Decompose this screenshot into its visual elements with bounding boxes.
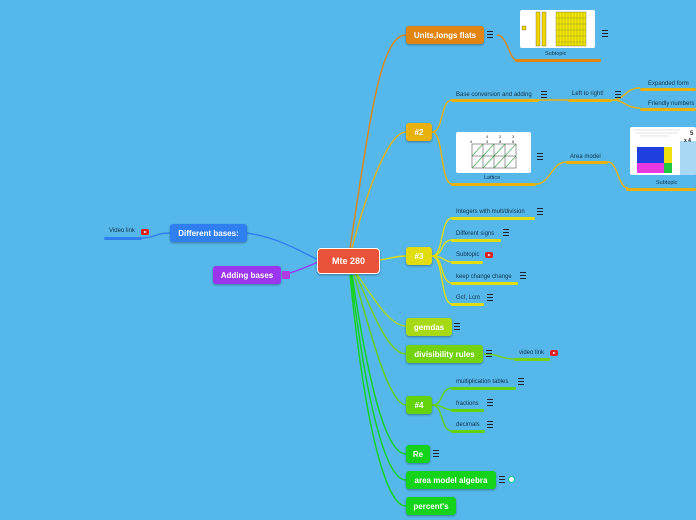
video-link-underline — [514, 358, 550, 361]
area-model-graphic: 5 x 4 — [633, 129, 696, 175]
base-blocks-image — [520, 10, 595, 48]
lattice-digit: 4 — [470, 139, 473, 144]
different-bases-topic[interactable]: Different bases: — [170, 224, 247, 242]
topic-2[interactable]: #2 — [406, 123, 432, 141]
base-conversion-underline — [451, 99, 539, 102]
notes-icon[interactable] — [518, 378, 524, 385]
video-link-label[interactable]: video link — [519, 350, 545, 356]
base-blocks-graphic — [521, 11, 587, 47]
notes-icon[interactable] — [487, 294, 493, 301]
adding-bases-topic[interactable]: Adding bases — [213, 266, 281, 284]
video-link-underline — [104, 237, 142, 240]
expanded-form-label[interactable]: Expanded form — [648, 81, 689, 87]
area-number: 5 — [690, 131, 694, 137]
area-model-algebra-topic[interactable]: area model algebra — [406, 471, 496, 489]
gcf-lcm-underline — [451, 303, 484, 306]
keep-change-change-label[interactable]: keep change change — [456, 274, 512, 280]
subtopic-underline — [515, 59, 601, 62]
topic-4[interactable]: #4 — [406, 396, 432, 414]
decimals-underline — [451, 430, 485, 433]
lattice-digit: 2 — [499, 134, 502, 139]
keep-change-change-underline — [451, 282, 518, 285]
notes-icon[interactable] — [454, 323, 460, 330]
lattice-graphic: 4 2 3 3 8 6 4 — [470, 134, 517, 169]
notes-icon[interactable] — [520, 272, 526, 279]
lattice-image: 4 2 3 3 8 6 4 — [456, 132, 531, 173]
subtopic-underline — [626, 188, 696, 191]
area-model-underline — [566, 161, 608, 164]
multiplication-tables-underline — [451, 387, 516, 390]
notes-icon[interactable] — [486, 350, 492, 357]
notes-icon[interactable] — [282, 271, 290, 279]
multiplication-tables-label[interactable]: multiplication tables — [456, 379, 509, 385]
notes-icon[interactable] — [615, 91, 621, 98]
notes-icon[interactable] — [537, 153, 543, 160]
expanded-form-underline — [640, 88, 696, 91]
topic-3[interactable]: #3 — [406, 247, 432, 265]
different-signs-underline — [451, 239, 501, 242]
notes-icon[interactable] — [602, 30, 608, 37]
left-to-right-label[interactable]: Left to right! — [572, 91, 604, 97]
base-conversion-label[interactable]: Base conversion and adding — [456, 92, 532, 98]
notes-icon[interactable] — [487, 421, 493, 428]
subtopic-caption: Subtopic — [545, 51, 567, 57]
fractions-underline — [451, 409, 484, 412]
video-play-icon[interactable] — [141, 229, 149, 235]
fractions-label[interactable]: fractions — [456, 401, 479, 407]
lattice-digit: 4 — [486, 134, 489, 139]
lattice-digit: 3 — [512, 134, 515, 139]
area-model-image: 5 x 4 — [630, 127, 696, 175]
lattice-underline — [451, 183, 536, 186]
notes-icon[interactable] — [487, 399, 493, 406]
notes-icon[interactable] — [537, 208, 543, 215]
notes-icon[interactable] — [503, 229, 509, 236]
percents-topic[interactable]: percent's — [406, 497, 456, 515]
notes-icon[interactable] — [433, 450, 439, 457]
area-number: x 4 — [684, 138, 691, 144]
left-to-right-underline — [568, 99, 612, 102]
gemdas-topic[interactable]: gemdas — [406, 318, 452, 336]
notes-icon[interactable] — [487, 31, 493, 38]
friendly-numbers-underline — [640, 108, 696, 111]
notes-icon[interactable] — [541, 91, 547, 98]
lattice-digit: 6 — [512, 139, 515, 144]
gcf-lcm-label[interactable]: Gcf, Lcm — [456, 295, 481, 301]
subtopic-label[interactable]: Subtopic — [456, 252, 480, 258]
lattice-caption[interactable]: Lattice — [484, 175, 501, 181]
subtopic-underline — [451, 261, 483, 264]
integers-underline — [451, 217, 535, 220]
notes-icon[interactable] — [499, 476, 505, 483]
divisibility-rules-topic[interactable]: divisibility rules — [406, 345, 483, 363]
video-link-label[interactable]: Video link — [109, 228, 135, 234]
friendly-numbers-label[interactable]: Friendly numbers — [648, 101, 695, 107]
central-topic[interactable]: Mte 280 — [317, 248, 380, 274]
re-topic[interactable]: Re — [406, 445, 430, 463]
area-model-label[interactable]: Area model — [570, 154, 601, 160]
collapse-toggle-icon[interactable] — [508, 476, 515, 483]
integers-label[interactable]: Integers with mult/division — [456, 209, 525, 215]
different-signs-label[interactable]: Different signs — [456, 231, 495, 237]
video-play-icon[interactable] — [550, 350, 558, 356]
video-play-icon[interactable] — [485, 252, 493, 258]
lattice-digit: 8 — [499, 139, 502, 144]
subtopic-caption: Subtopic — [656, 180, 678, 186]
lattice-digit: 3 — [486, 139, 489, 144]
units-longs-flats-topic[interactable]: Units,longs flats — [406, 26, 484, 44]
decimals-label[interactable]: decimals — [456, 422, 480, 428]
